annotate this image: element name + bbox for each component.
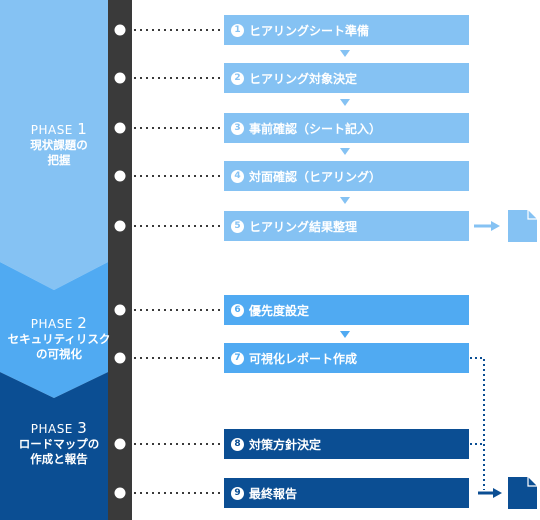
step-number-badge: 5 (231, 219, 244, 233)
phase-1-band (0, 0, 108, 290)
step-dot (114, 487, 126, 499)
step-label: ヒアリングシート準備 (249, 23, 370, 38)
step-3: 3 事前確認（シート記入） (224, 113, 469, 143)
step-1: 1 ヒアリングシート準備 (224, 15, 469, 45)
step-number-badge: 6 (231, 303, 244, 317)
step-number-badge: 4 (231, 169, 244, 183)
phase-1-heading: PHASE 1 (30, 120, 88, 138)
phase-1-title-line-2: 把握 (47, 153, 71, 167)
step-number-badge: 8 (231, 437, 244, 451)
arrow-right-icon (493, 488, 502, 498)
arrow-down-icon (340, 99, 350, 106)
step-dot (114, 438, 126, 450)
step-dot (114, 24, 126, 36)
arrow-down-icon (340, 148, 350, 155)
phase-1-label: PHASE 1 現状課題の 把握 (0, 122, 118, 168)
step-dots (114, 24, 126, 499)
step-label: 事前確認（シート記入） (249, 121, 382, 136)
phase-2-heading: PHASE 2 (30, 314, 88, 332)
phase-2-title-line-2: の可視化 (36, 347, 82, 361)
step-9: 9 最終報告 (224, 478, 469, 508)
phase-3-band (0, 372, 108, 520)
step-label: 優先度設定 (249, 303, 310, 318)
document-icon (508, 477, 537, 509)
document-icon (508, 210, 537, 242)
step-number-badge: 1 (231, 23, 244, 37)
step-4: 4 対面確認（ヒアリング） (224, 161, 469, 191)
phase-3-title-line-2: 作成と報告 (30, 452, 88, 466)
step-7: 7 可視化レポート作成 (224, 343, 469, 373)
step-number-badge: 7 (231, 351, 244, 365)
step-dot (114, 122, 126, 134)
step-label: 対策方針決定 (249, 437, 322, 452)
phase-1-output (474, 210, 537, 242)
step-dot (114, 170, 126, 182)
phase-2-band (0, 262, 108, 398)
dotted-connectors (134, 29, 222, 494)
phase-1-title-line-1: 現状課題の (30, 138, 88, 152)
step-number-badge: 2 (231, 71, 244, 85)
arrow-right-icon (491, 221, 500, 231)
timeline-spine (108, 0, 132, 520)
step-label: ヒアリング結果整理 (249, 219, 358, 234)
step-label: 可視化レポート作成 (249, 351, 358, 366)
step-dot (114, 72, 126, 84)
step-label: 最終報告 (249, 486, 298, 501)
arrow-down-icon (340, 197, 350, 204)
step-number-badge: 3 (231, 121, 244, 135)
step-2: 2 ヒアリング対象決定 (224, 63, 469, 93)
step-6: 6 優先度設定 (224, 295, 469, 325)
step-label: ヒアリング対象決定 (249, 71, 358, 86)
phase-2-title-line-1: セキュリティリスク (7, 332, 111, 346)
step-label: 対面確認（ヒアリング） (249, 169, 382, 184)
arrow-down-icon (340, 331, 350, 338)
down-arrows (340, 50, 350, 338)
step-5: 5 ヒアリング結果整理 (224, 211, 469, 241)
step-number-badge: 9 (231, 486, 244, 500)
arrow-down-icon (340, 50, 350, 57)
report-connectors (470, 357, 485, 490)
step-dot (114, 304, 126, 316)
phase-3-label: PHASE 3 ロードマップの 作成と報告 (0, 421, 118, 467)
phase-3-title-line-1: ロードマップの (18, 437, 100, 451)
step-dot (114, 352, 126, 364)
phase-2-label: PHASE 2 セキュリティリスク の可視化 (0, 316, 118, 362)
phase-3-heading: PHASE 3 (30, 419, 88, 437)
step-8: 8 対策方針決定 (224, 429, 469, 459)
final-output (478, 477, 537, 509)
step-dot (114, 220, 126, 232)
